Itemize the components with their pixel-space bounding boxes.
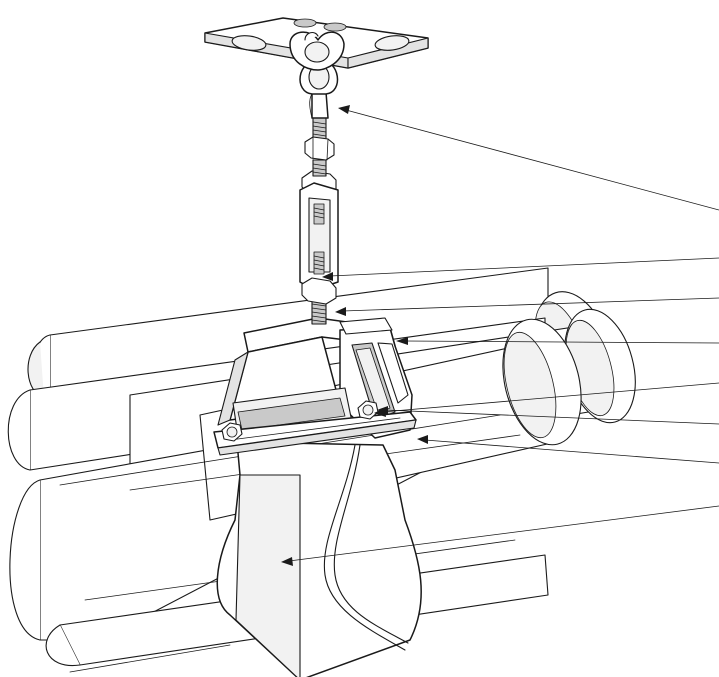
strap-band (216, 441, 422, 677)
ceiling-plate (204, 17, 429, 71)
callout-threaded-rod (335, 297, 719, 316)
hex-nut-upper (304, 136, 335, 161)
clamp-bolt-right (357, 400, 379, 420)
base-flange (213, 411, 417, 456)
callout-clamp-bolt (377, 406, 719, 425)
callout-turnbuckle (322, 257, 719, 281)
callout-strap-band (281, 505, 719, 566)
callout-base-flange (417, 435, 719, 464)
turnbuckle (299, 170, 339, 305)
callout-leaders (281, 105, 719, 566)
callout-eye-bolt (338, 105, 719, 211)
clamp-bolt-left (221, 422, 243, 442)
callout-saddle-housing (396, 337, 719, 345)
threaded-rod-upper (312, 117, 327, 177)
